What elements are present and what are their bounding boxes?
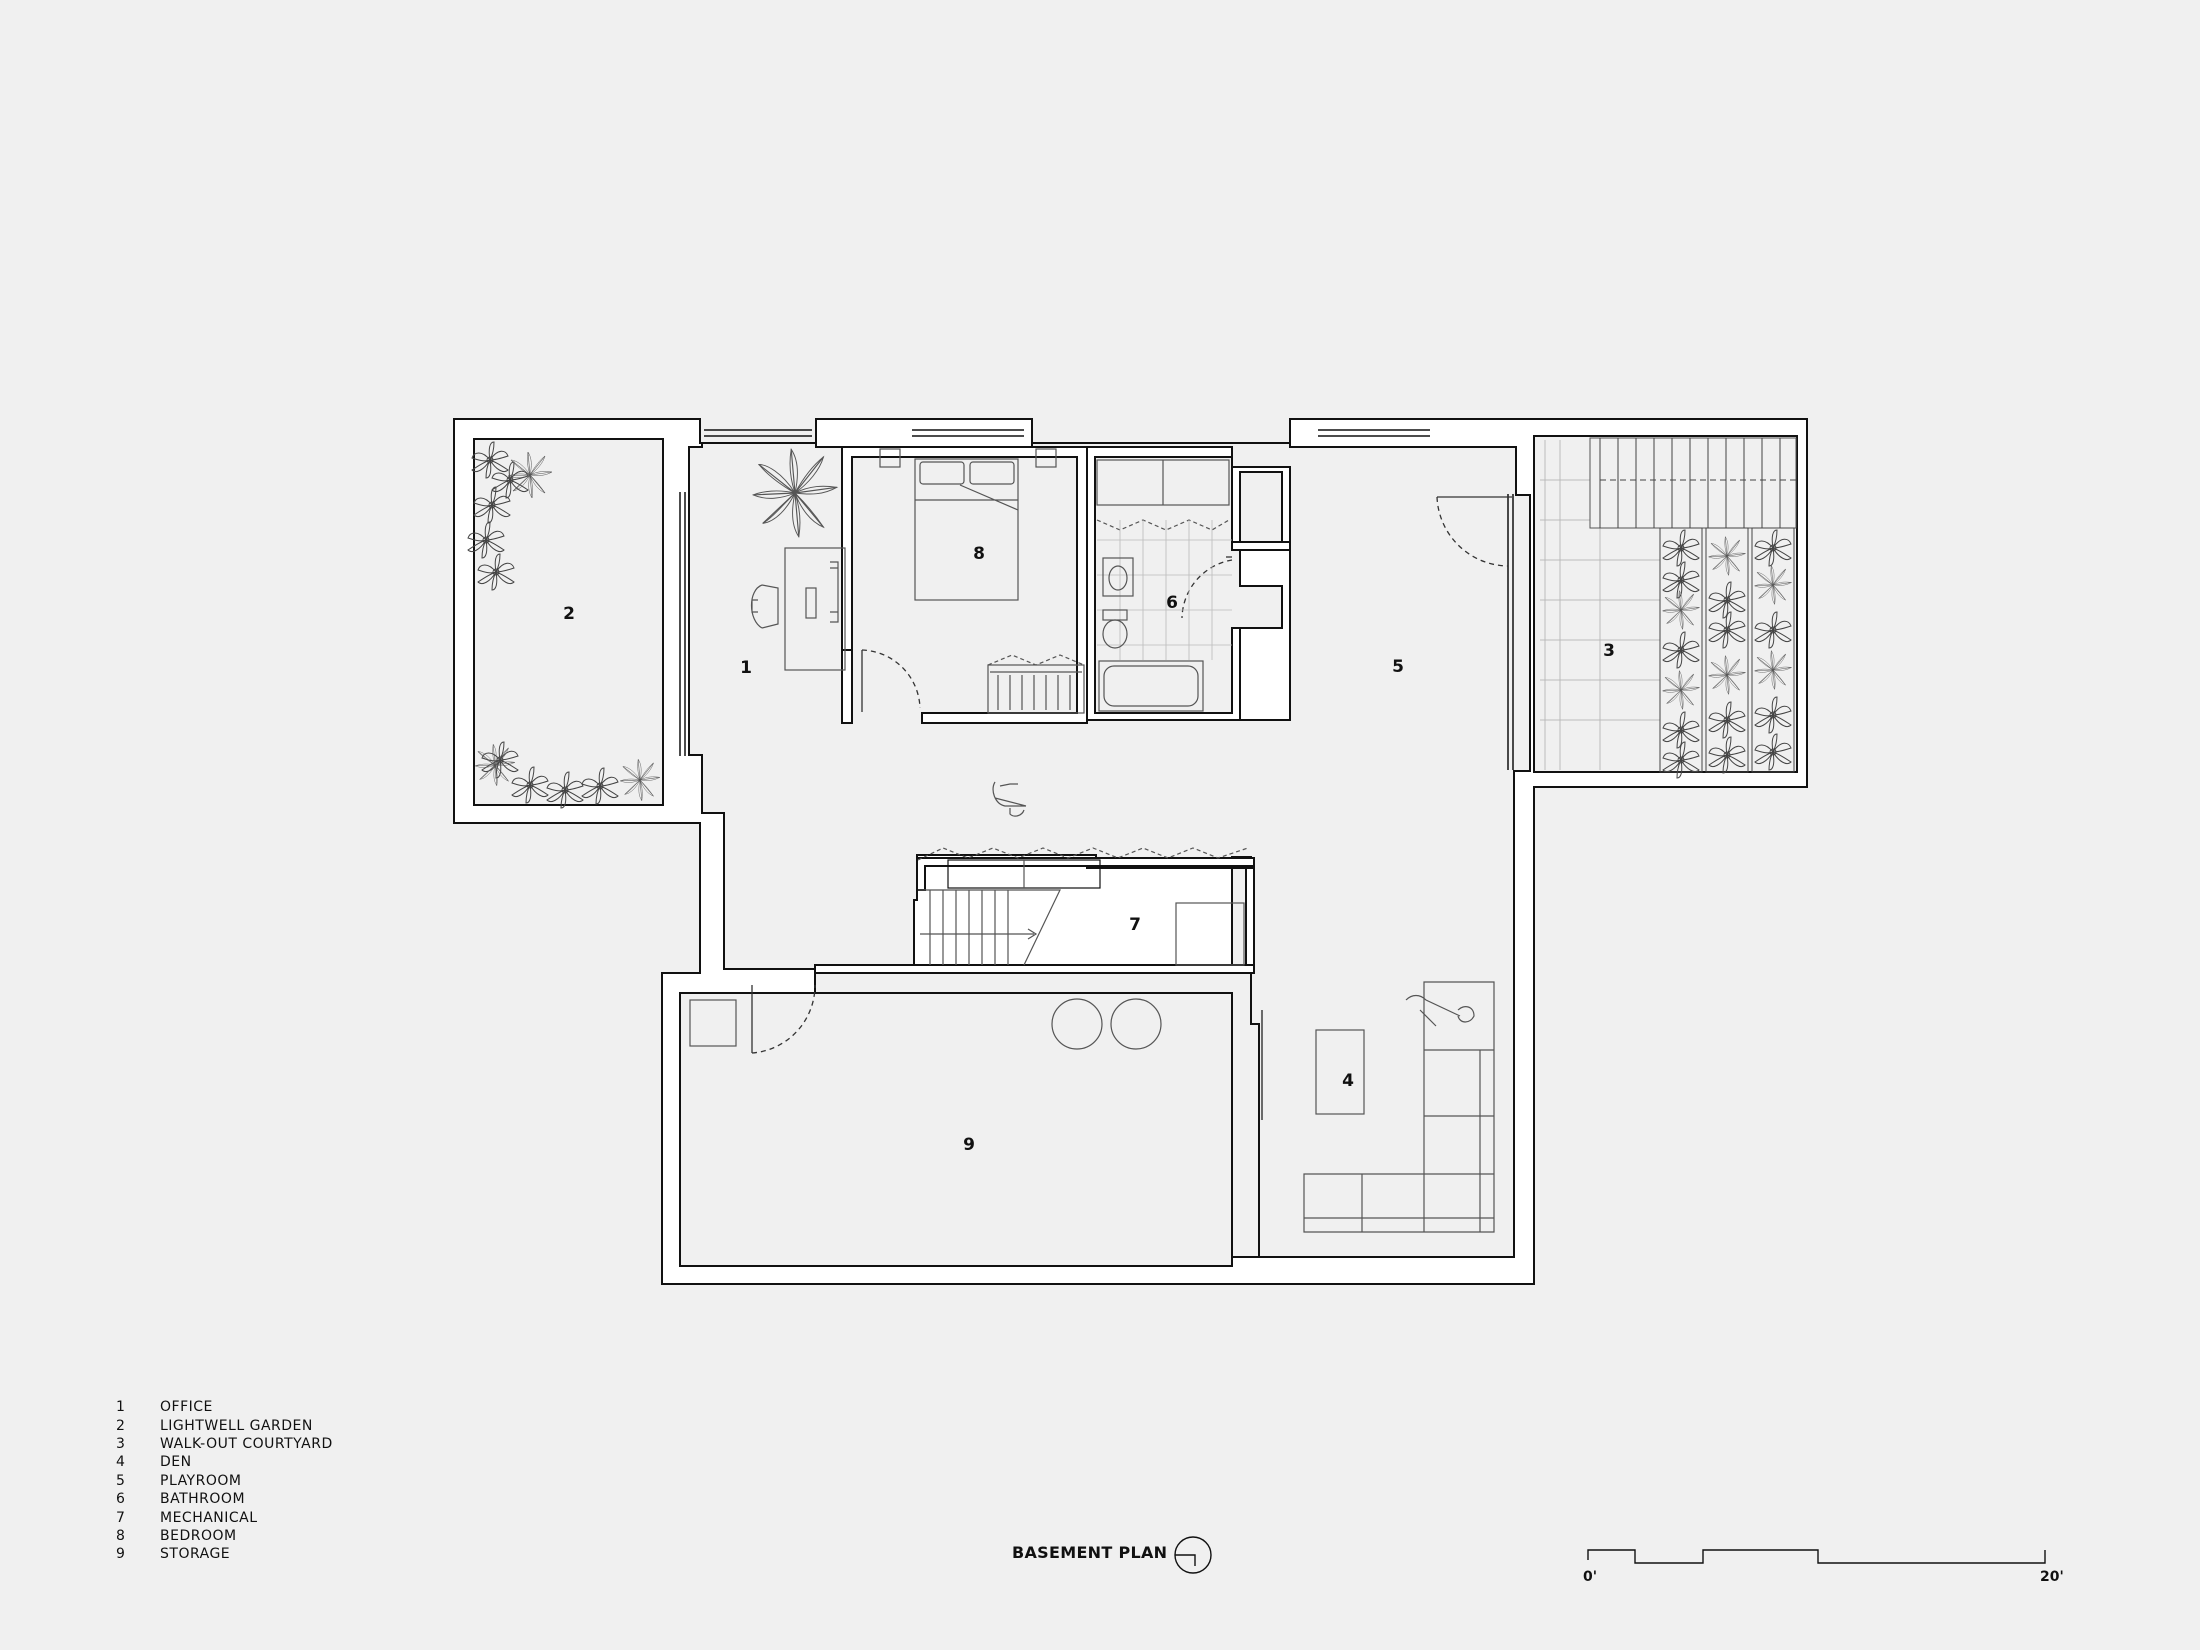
room-label-4: 4 [1342,1071,1354,1091]
scale-start-label: 0' [1583,1569,1598,1585]
room-label-8: 8 [973,544,985,564]
storage-fixtures [689,998,1162,1050]
bedroom-furniture [879,448,1085,714]
doors [751,496,1512,1054]
room-label-2: 2 [563,604,575,624]
courtyard-features [1540,437,1797,773]
office-furniture [750,448,1027,817]
windows [679,429,1514,770]
plan-title: BASEMENT PLAN [1012,1543,1168,1562]
scale-bar [1587,1549,2046,1564]
room-label-5: 5 [1392,657,1404,677]
room-label-6: 6 [1166,593,1178,613]
room-label-1: 1 [740,658,752,678]
bathroom-fixtures [1096,459,1232,712]
scale-end-label: 20' [2040,1569,2064,1585]
room-label-7: 7 [1129,915,1141,935]
mechanical-stair [917,847,1249,966]
den-furniture [1261,981,1495,1233]
room-label-9: 9 [963,1135,975,1155]
interior-floor [473,435,1798,1267]
north-arrow-icon [1174,1536,1212,1574]
room-label-3: 3 [1603,641,1615,661]
room-labels: 1 2 3 4 5 6 7 8 9 [563,544,1615,1155]
